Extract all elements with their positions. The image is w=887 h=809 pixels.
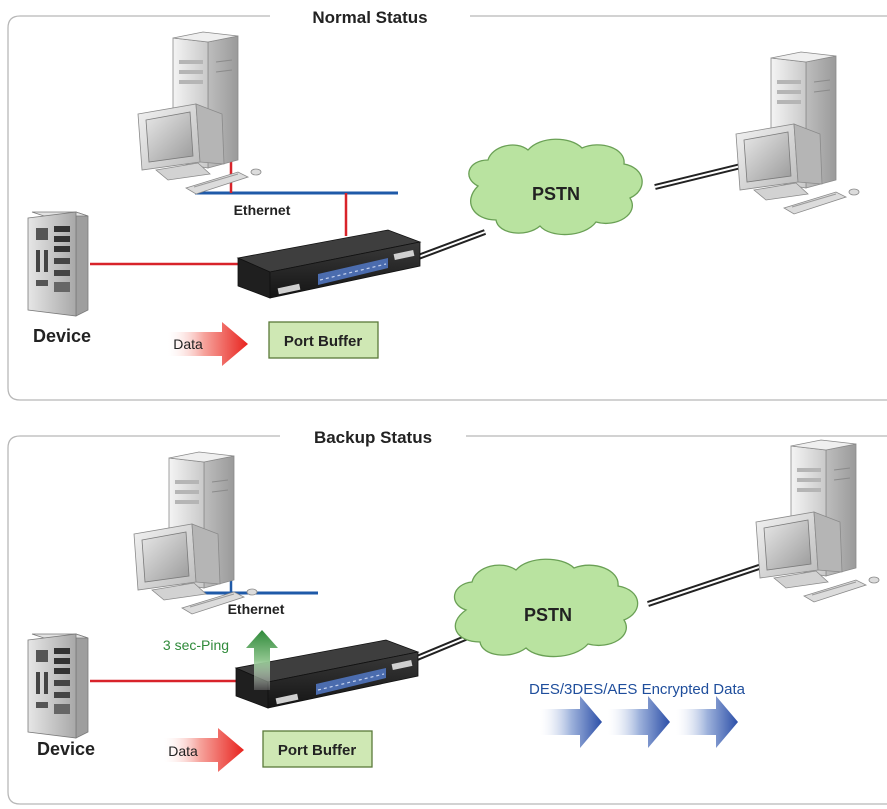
device-server-icon [237, 229, 421, 299]
data-label: Data [173, 336, 203, 352]
ethernet-label: Ethernet [234, 202, 291, 218]
arrow-up-icon [246, 630, 278, 690]
panel-title: Backup Status [314, 428, 432, 447]
encrypted-data-arrows [540, 696, 738, 748]
port-buffer-label: Port Buffer [284, 333, 362, 350]
ethernet-label: Ethernet [228, 601, 285, 617]
port-buffer-box: Port Buffer [268, 321, 379, 359]
backup-status-panel: Backup Status Ethernet 3 sec-Ping PSTN D… [7, 428, 887, 805]
pstn-link-right [647, 562, 766, 607]
port-buffer-label: Port Buffer [278, 742, 356, 759]
data-label: Data [168, 743, 198, 759]
encrypted-data-label: DES/3DES/AES Encrypted Data [529, 681, 746, 698]
server-rack-icon [27, 633, 89, 739]
port-buffer-box: Port Buffer [262, 730, 373, 768]
server-rack-icon [27, 211, 89, 317]
computer-tower-icon [735, 51, 860, 215]
device-label: Device [33, 326, 91, 346]
normal-status-panel: Normal Status Ethernet PSTN Device Dat [7, 8, 887, 401]
computer-tower-icon [755, 439, 880, 603]
pstn-label: PSTN [524, 605, 572, 625]
device-label: Device [37, 739, 95, 759]
pstn-link-right [654, 162, 746, 190]
panel-title: Normal Status [312, 8, 427, 27]
computer-tower-icon [133, 451, 258, 615]
ping-label: 3 sec-Ping [163, 637, 229, 653]
arrow-right-icon [608, 696, 670, 748]
pstn-label: PSTN [532, 184, 580, 204]
arrow-right-icon [168, 322, 248, 366]
cloud-icon: PSTN [468, 138, 643, 236]
arrow-right-icon [676, 696, 738, 748]
arrow-right-icon [164, 728, 244, 772]
cloud-icon: PSTN [454, 558, 639, 658]
arrow-right-icon [540, 696, 602, 748]
computer-tower-icon [137, 31, 262, 195]
